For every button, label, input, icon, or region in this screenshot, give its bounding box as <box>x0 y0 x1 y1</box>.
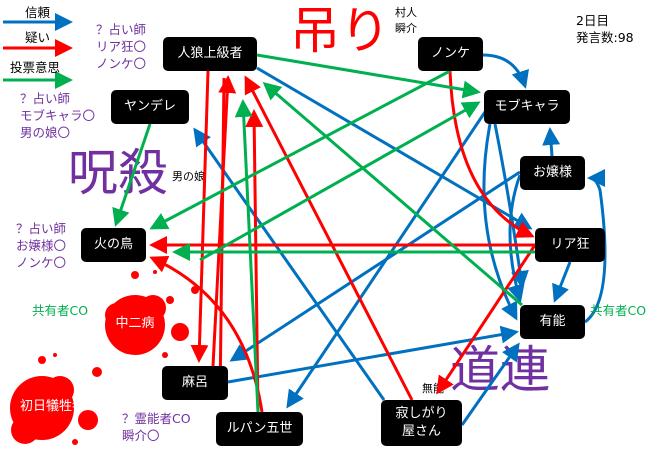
label-shunsuke: 瞬介 <box>395 22 417 35</box>
edge-trust <box>552 261 572 303</box>
mason-claim-note: 共有者CO <box>32 303 89 318</box>
node-riakyo[interactable]: リア狂 <box>535 228 605 262</box>
node-mob[interactable]: モブキャラ <box>484 90 570 124</box>
mason-claim-note: 共有者CO <box>590 303 647 318</box>
edge-trust <box>193 127 386 401</box>
edge-vote <box>256 53 481 99</box>
edge-vote <box>112 123 152 227</box>
edge-trust <box>584 169 607 324</box>
edge-trust <box>507 174 525 303</box>
edge-trust <box>227 325 519 384</box>
seer-claim-note: ？占い師モブキャラ〇男の娘〇 <box>20 91 96 140</box>
node-shonichi[interactable]: 初日犠牲者 <box>19 399 85 415</box>
edge-doubt <box>436 244 537 395</box>
node-nonke[interactable]: ノンケ <box>418 37 483 71</box>
node-yuno[interactable]: 有能 <box>520 305 585 339</box>
edge-trust <box>229 170 521 362</box>
edge-doubt <box>245 109 264 413</box>
legend-doubt: 疑い <box>25 30 51 45</box>
label-otokonoko: 男の娘 <box>172 170 205 183</box>
node-sabishigari[interactable]: 寂しがり屋さん <box>381 400 462 446</box>
edge-vote <box>234 99 260 413</box>
edge-doubt <box>190 70 210 363</box>
legend-trust: 信頼 <box>25 5 51 20</box>
edge-doubt <box>218 77 226 401</box>
seer-claim-note: ？占い師お嬢様〇ノンケ〇 <box>16 221 67 270</box>
node-label: 寂しがり <box>395 406 448 422</box>
statement-count: 発言数:98 <box>576 30 634 45</box>
edge-vote <box>199 101 481 262</box>
node-lupin[interactable]: ルパン五世 <box>216 412 303 446</box>
edge-trust <box>482 123 518 321</box>
node-yandere[interactable]: ヤンデレ <box>111 90 189 124</box>
hanged-banner: 吊り <box>290 2 390 60</box>
node-hinotori[interactable]: 火の鳥 <box>81 228 146 262</box>
edge-trust <box>493 123 529 289</box>
node-label: 屋さん <box>401 424 441 439</box>
edge-trust <box>460 342 520 426</box>
blood-splatter-icon <box>105 270 199 358</box>
node-chuni[interactable]: 中二病 <box>115 316 155 332</box>
blood-splatter-icon <box>10 353 102 445</box>
cursed-banner: 呪殺 <box>68 144 168 202</box>
edge-trust <box>542 127 561 157</box>
legend-vote: 投票意思 <box>10 60 61 75</box>
node-ojou[interactable]: お嬢様 <box>520 156 585 190</box>
edge-doubt <box>244 75 414 401</box>
node-jinro[interactable]: 人狼上級者 <box>163 37 257 71</box>
edge-vote <box>149 69 451 230</box>
edge-doubt <box>211 75 237 367</box>
label-villager: 村人 <box>395 6 417 19</box>
edge-doubt <box>448 70 535 238</box>
edge-vote <box>262 82 523 307</box>
day-label: 2日目 <box>576 13 609 28</box>
node-maro[interactable]: 麻呂 <box>162 366 228 400</box>
edge-trust <box>482 53 529 89</box>
seer-claim-note: ？占い師リア狂〇ノンケ〇 <box>96 22 147 71</box>
